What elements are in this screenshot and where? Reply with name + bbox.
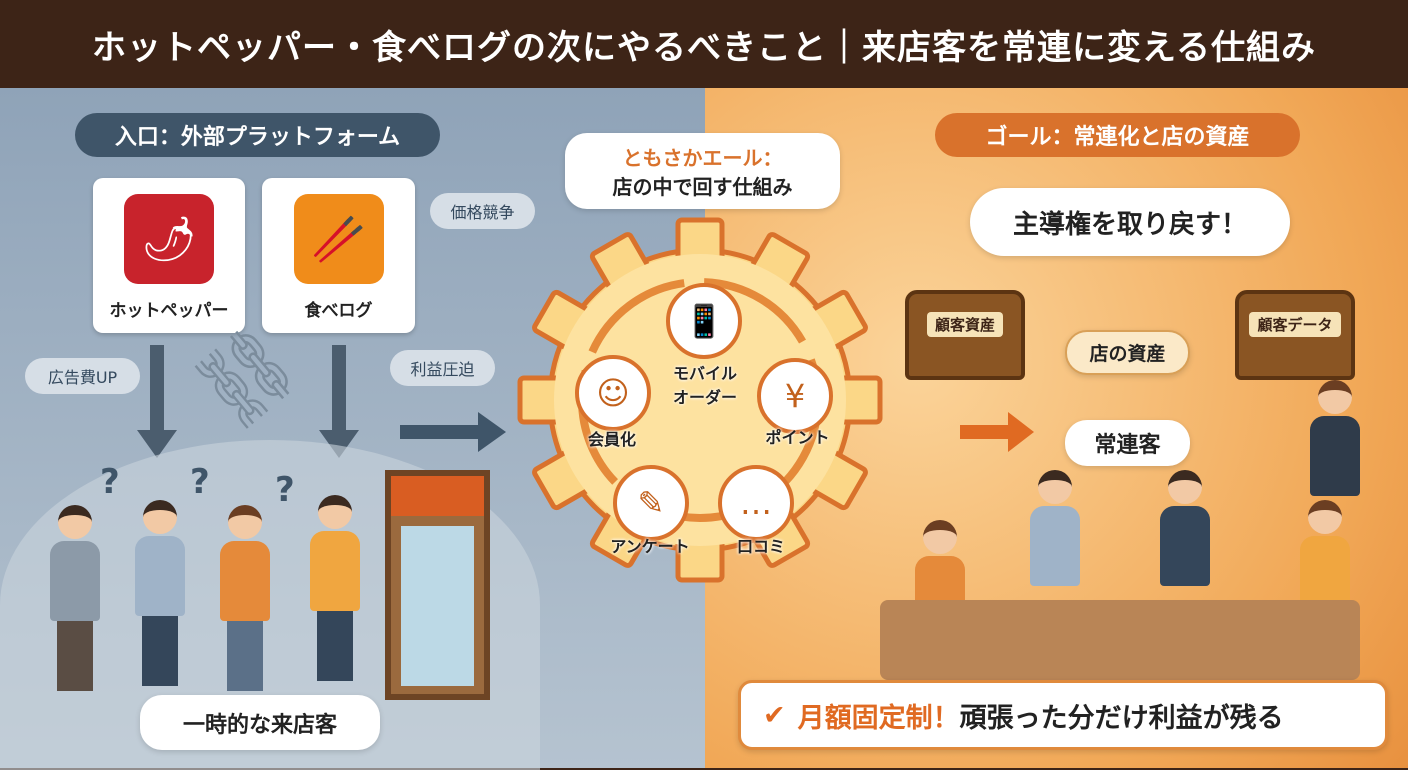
- arrow-right-icon: [960, 425, 1010, 439]
- page-title: ホットペッパー・食べログの次にやるべきこと｜来店客を常連に変える仕組み: [0, 0, 1408, 88]
- member-card-icon: ☺: [596, 374, 630, 412]
- entrance-header: 入口：外部プラットフォーム: [75, 113, 440, 157]
- question-mark-icon: ?: [275, 470, 295, 510]
- regular-customer-figure: [1300, 500, 1350, 616]
- profit-squeeze-bubble: 利益圧迫: [390, 350, 495, 386]
- arrow-down-icon: [150, 345, 164, 435]
- slogan-bubble: 主導権を取り戻す！: [970, 188, 1290, 256]
- chat-bubbles-icon: …: [740, 484, 772, 522]
- customer-figure: [220, 505, 270, 691]
- chopsticks-icon: 🥢: [293, 194, 384, 284]
- survey-node: ✎: [613, 465, 689, 541]
- pricing-banner: ✔ 月額固定制！ 頑張った分だけ利益が残る: [738, 680, 1388, 750]
- regular-customer-figure: [1030, 470, 1080, 586]
- review-label: 口コミ: [736, 537, 785, 556]
- banner-text: 頑張った分だけ利益が残る: [959, 702, 1284, 734]
- question-mark-icon: ?: [190, 462, 210, 502]
- question-mark-icon: ?: [100, 462, 120, 502]
- center-title-line1: ともさかエール：: [622, 146, 783, 170]
- customer-assets-label: 顧客資産: [926, 312, 1003, 337]
- mobile-order-node: 📱: [666, 283, 742, 359]
- hotpepper-label: ホットペッパー: [109, 301, 229, 321]
- customer-figure: [310, 495, 360, 681]
- tabelog-card: 🥢 食べログ: [262, 178, 415, 333]
- membership-label: 会員化: [587, 430, 636, 449]
- banner-highlight: 月額固定制！: [797, 702, 960, 734]
- tabelog-label: 食べログ: [304, 301, 373, 321]
- treasure-chest-icon: 顧客データ: [1235, 290, 1355, 380]
- hotpepper-card: 🌶 ホットペッパー: [93, 178, 245, 333]
- customer-figure: [50, 505, 100, 691]
- temporary-customers-label: 一時的な来店客: [140, 695, 380, 750]
- arrow-right-icon: [400, 425, 480, 439]
- staff-figure: [1310, 380, 1360, 496]
- center-title-bubble: ともさかエール： 店の中で回す仕組み: [565, 133, 840, 209]
- mobile-order-label: モバイル オーダー: [672, 364, 737, 407]
- ad-cost-bubble: 広告費UP: [25, 358, 140, 394]
- store-assets-label: 店の資産: [1065, 330, 1190, 375]
- clipboard-icon: ✎: [637, 484, 665, 522]
- yen-coin-icon: ¥: [784, 377, 806, 415]
- membership-node: ☺: [575, 355, 651, 431]
- smartphone-icon: 📱: [684, 302, 724, 340]
- arrowhead-icon: [478, 412, 506, 452]
- noren-curtain: [391, 476, 484, 516]
- door-glass: [401, 526, 474, 686]
- regular-customer-figure: [1160, 470, 1210, 586]
- customer-figure: [135, 500, 185, 686]
- point-label: ポイント: [765, 428, 830, 447]
- check-icon: ✔: [763, 699, 786, 731]
- arrow-down-icon: [332, 345, 346, 435]
- price-competition-bubble: 価格競争: [430, 193, 535, 229]
- point-node: ¥: [757, 358, 833, 434]
- customer-data-label: 顧客データ: [1249, 312, 1341, 337]
- dining-table: [880, 600, 1360, 680]
- arrowhead-icon: [1008, 412, 1034, 452]
- review-node: …: [718, 465, 794, 541]
- center-title-line2: 店の中で回す仕組み: [612, 175, 793, 199]
- restaurant-door: [385, 470, 490, 700]
- goal-header: ゴール：常連化と店の資産: [935, 113, 1300, 157]
- regulars-bubble: 常連客: [1065, 420, 1190, 466]
- survey-label: アンケート: [610, 537, 690, 556]
- chili-pepper-icon: 🌶: [124, 194, 214, 284]
- treasure-chest-icon: 顧客資産: [905, 290, 1025, 380]
